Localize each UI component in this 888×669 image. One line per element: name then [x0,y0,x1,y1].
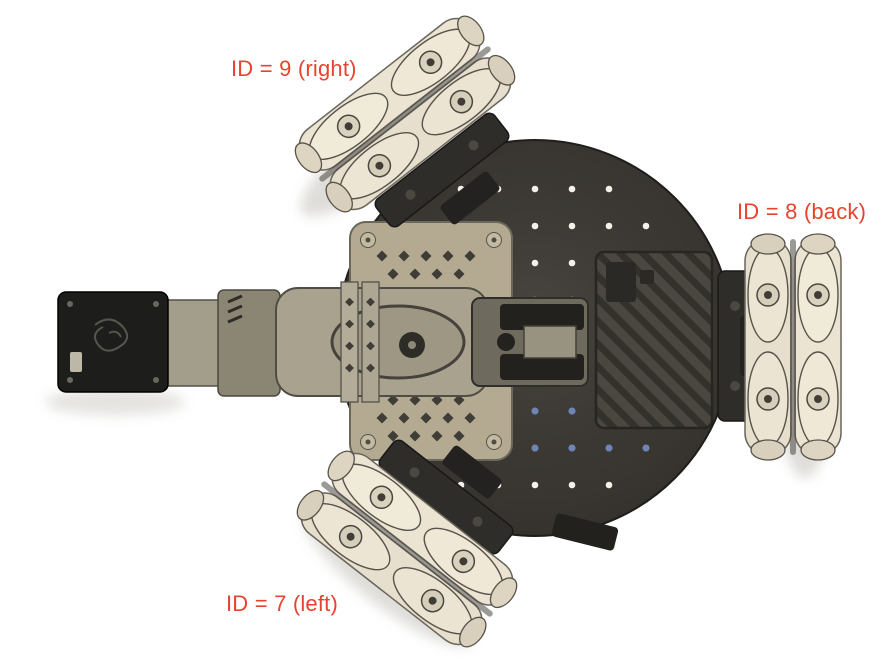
chassis-blue-dots [531,407,650,452]
arm-segment [217,289,281,397]
arm-vents [227,294,243,324]
label-wheel-id8-back: ID = 8 (back) [737,199,867,224]
robot-arm [57,281,589,403]
chassis-bottom-tab [551,513,619,551]
gripper-target-plate [57,291,169,393]
ribbed-box [594,250,714,430]
engraved-logo [94,318,129,352]
arm-gripper-assembly [471,297,589,387]
label-wheel-id9-right: ID = 9 (right) [231,56,357,81]
box-connector [606,262,636,302]
omni-wheel-id8-back [744,233,842,461]
arm-wrist-segment [165,299,221,387]
label-wheel-id7-left: ID = 7 (left) [226,591,339,616]
